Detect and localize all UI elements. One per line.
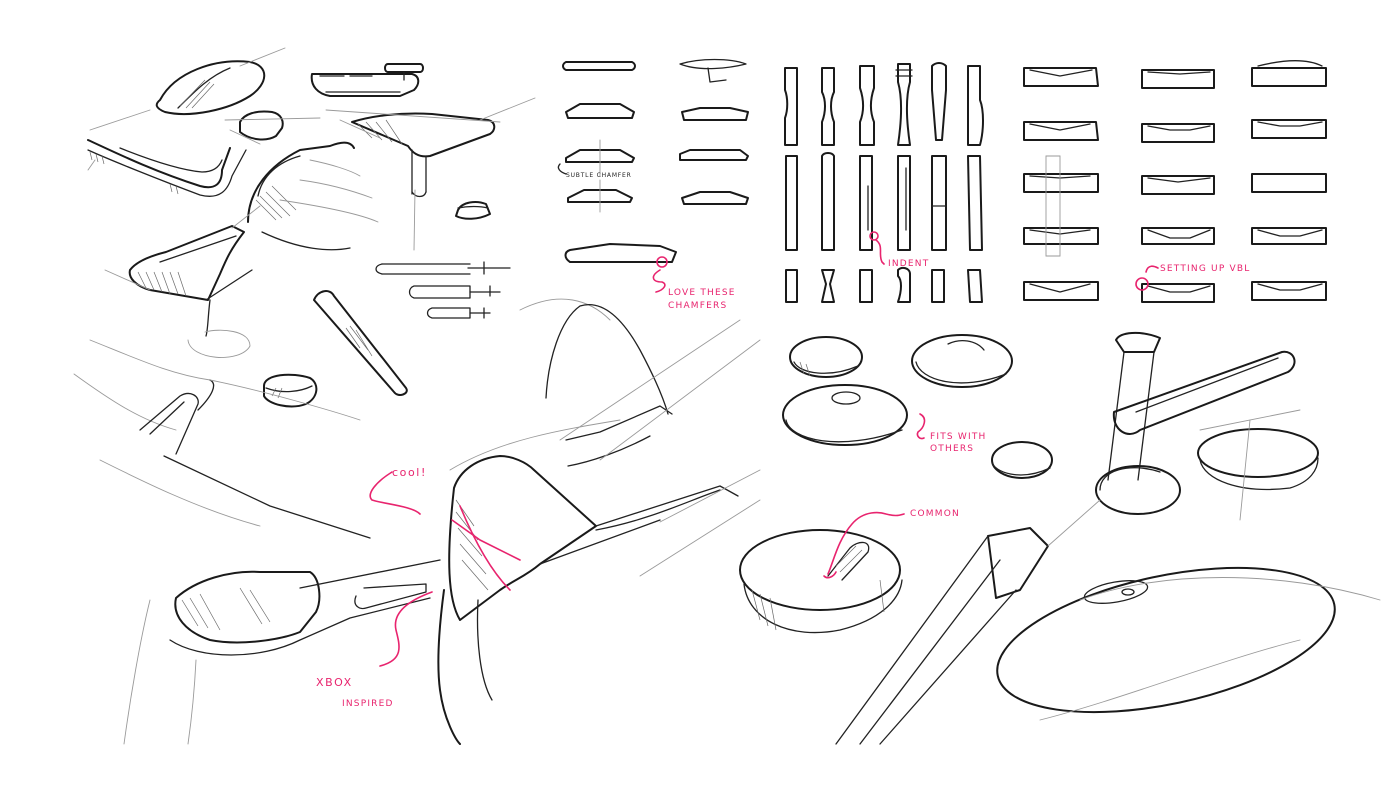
controller-body-sketch — [73, 298, 761, 745]
small-cap-sketch — [455, 201, 491, 220]
annotation-text: SETTING UP VBL — [1160, 264, 1250, 274]
annotation-text-line2: CHAMFERS — [668, 301, 727, 311]
triangle-trigger-sketch — [325, 97, 536, 251]
annotation-text-line1: XBOX — [316, 676, 353, 689]
stick-caps-sketch — [559, 319, 1381, 745]
annotation-text-line2: OTHERS — [930, 444, 974, 454]
annotation-xbox-inspired: XBOX INSPIRED — [316, 591, 433, 709]
tube-sketch — [313, 290, 408, 396]
annotation-text-line1: LOVE THESE — [668, 288, 736, 298]
square-button-sketch — [224, 110, 321, 145]
cone-stick-sketch — [247, 141, 379, 251]
bumper-sketch — [87, 109, 247, 197]
annotation-text: COMMON — [910, 509, 960, 519]
annotation-text-line2: INSPIRED — [342, 699, 394, 709]
annotation-indent: INDENT — [869, 231, 929, 269]
annotation-setting-up-vbl: SETTING UP VBL — [1135, 264, 1250, 291]
annotation-text: SUBTLE CHAMFER — [566, 172, 632, 179]
shoulder-sketch — [104, 205, 261, 358]
annotation-text: INDENT — [888, 259, 929, 269]
annotation-text-line1: FITS WITH — [930, 432, 987, 442]
bumper-profile-grid — [1023, 60, 1327, 303]
annotation-text: cool! — [392, 466, 427, 479]
oval-button-sketch — [155, 47, 286, 115]
annotation-love-chamfers: LOVE THESE CHAMFERS — [652, 256, 736, 311]
annotation-subtle-chamfer: SUBTLE CHAMFER — [566, 172, 632, 179]
stick-profiles — [784, 62, 984, 303]
annotation-cool: cool! — [369, 466, 427, 515]
pill-stems-sketch — [375, 261, 511, 319]
annotation-common: COMMON — [823, 509, 960, 579]
chamfer-profiles — [557, 58, 749, 263]
annotation-fits-with-others: FITS WITH OTHERS — [916, 413, 987, 454]
dpad-sketch — [310, 63, 424, 97]
ring-sketch — [263, 373, 318, 408]
